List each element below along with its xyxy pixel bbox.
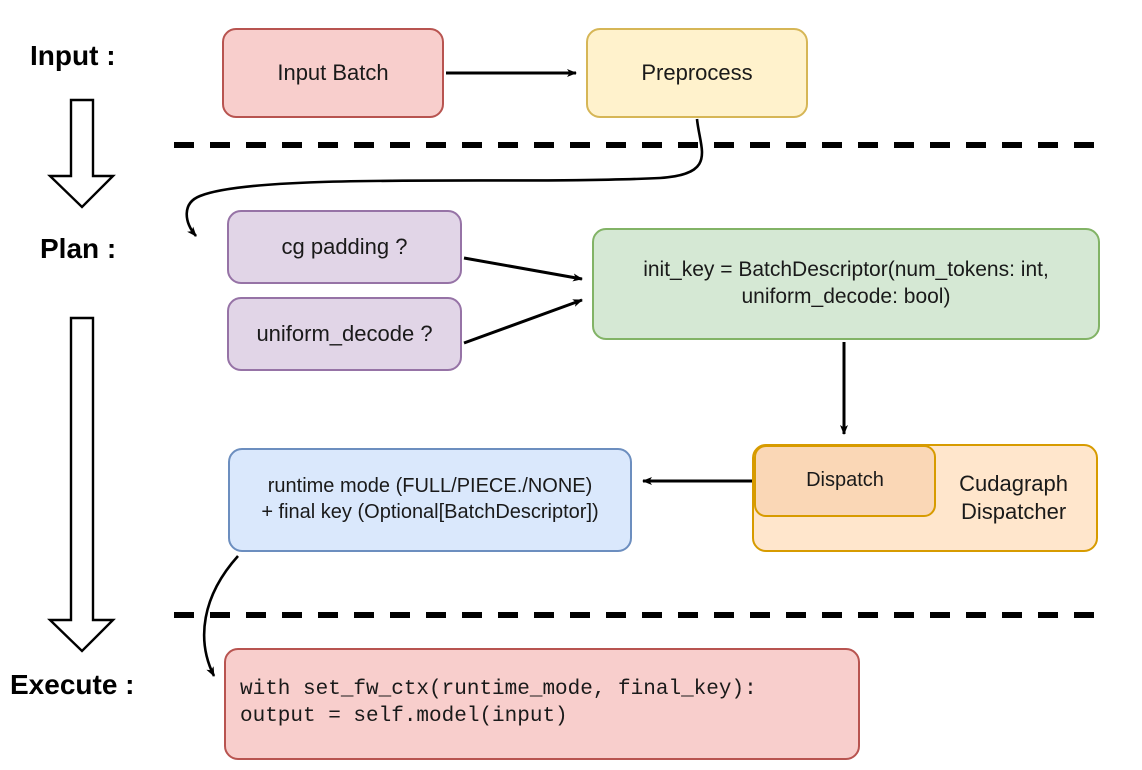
stage-label-plan: Plan :	[40, 233, 117, 264]
node-runtime-mode[interactable]: runtime mode (FULL/PIECE./NONE) + final …	[228, 448, 632, 552]
node-preprocess[interactable]: Preprocess	[586, 28, 808, 118]
node-uniform-decode[interactable]: uniform_decode ?	[227, 297, 462, 371]
edge-cg-padding-to-init-key	[463, 256, 583, 282]
node-init-key[interactable]: init_key = BatchDescriptor(num_tokens: i…	[592, 228, 1100, 340]
stage-arrow-input-to-plan	[47, 98, 116, 209]
stage-arrow-plan-to-execute	[47, 316, 116, 653]
node-input-batch[interactable]: Input Batch	[222, 28, 444, 118]
node-dispatch[interactable]: Dispatch	[754, 445, 936, 517]
stage-label-input: Input :	[30, 40, 116, 71]
edge-uniform-decode-to-init-key	[463, 298, 583, 345]
stage-label-execute: Execute :	[10, 669, 135, 700]
node-cg-padding[interactable]: cg padding ?	[227, 210, 462, 284]
node-execute-code[interactable]: with set_fw_ctx(runtime_mode, final_key)…	[224, 648, 860, 760]
